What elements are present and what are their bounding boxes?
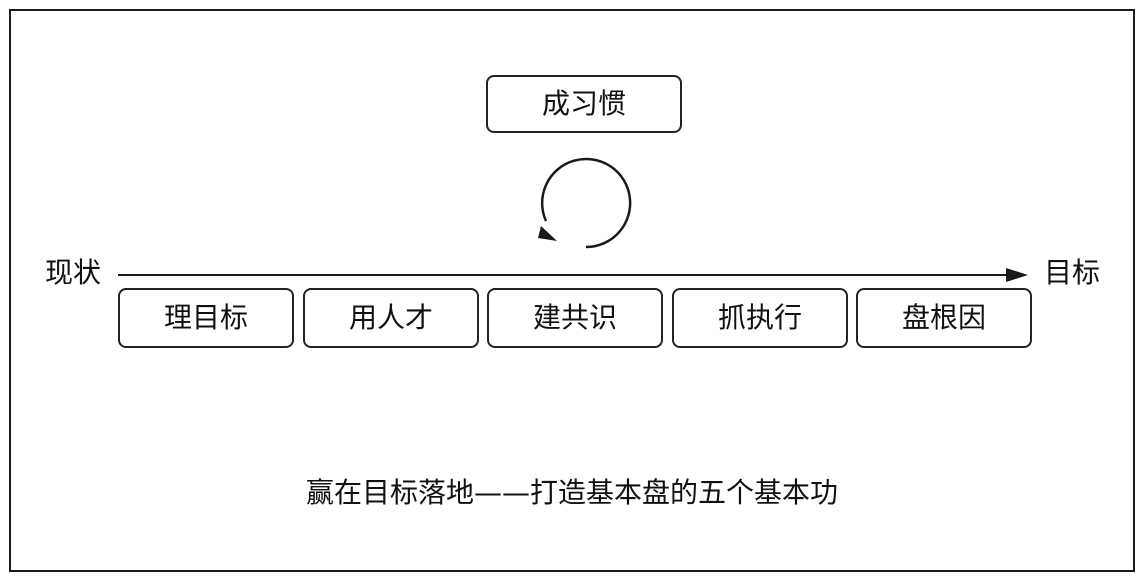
habit-label: 成习惯 xyxy=(541,87,626,120)
step-label: 盘根因 xyxy=(901,301,986,334)
current-state-label: 现状 xyxy=(45,256,102,289)
step-box-5: 盘根因 xyxy=(856,288,1032,348)
step-label: 理目标 xyxy=(163,301,248,334)
step-label: 用人才 xyxy=(348,301,433,334)
step-box-3: 建共识 xyxy=(487,288,663,348)
habit-box: 成习惯 xyxy=(486,75,682,133)
step-box-1: 理目标 xyxy=(118,288,294,348)
diagram-caption: 赢在目标落地——打造基本盘的五个基本功 xyxy=(305,476,838,509)
goal-label: 目标 xyxy=(1044,256,1101,289)
step-label: 建共识 xyxy=(532,301,617,334)
step-box-4: 抓执行 xyxy=(672,288,848,348)
step-label: 抓执行 xyxy=(717,301,802,334)
step-row: 理目标 用人才 建共识 抓执行 盘根因 xyxy=(118,288,1032,348)
diagram-frame xyxy=(9,9,1135,572)
step-box-2: 用人才 xyxy=(303,288,479,348)
